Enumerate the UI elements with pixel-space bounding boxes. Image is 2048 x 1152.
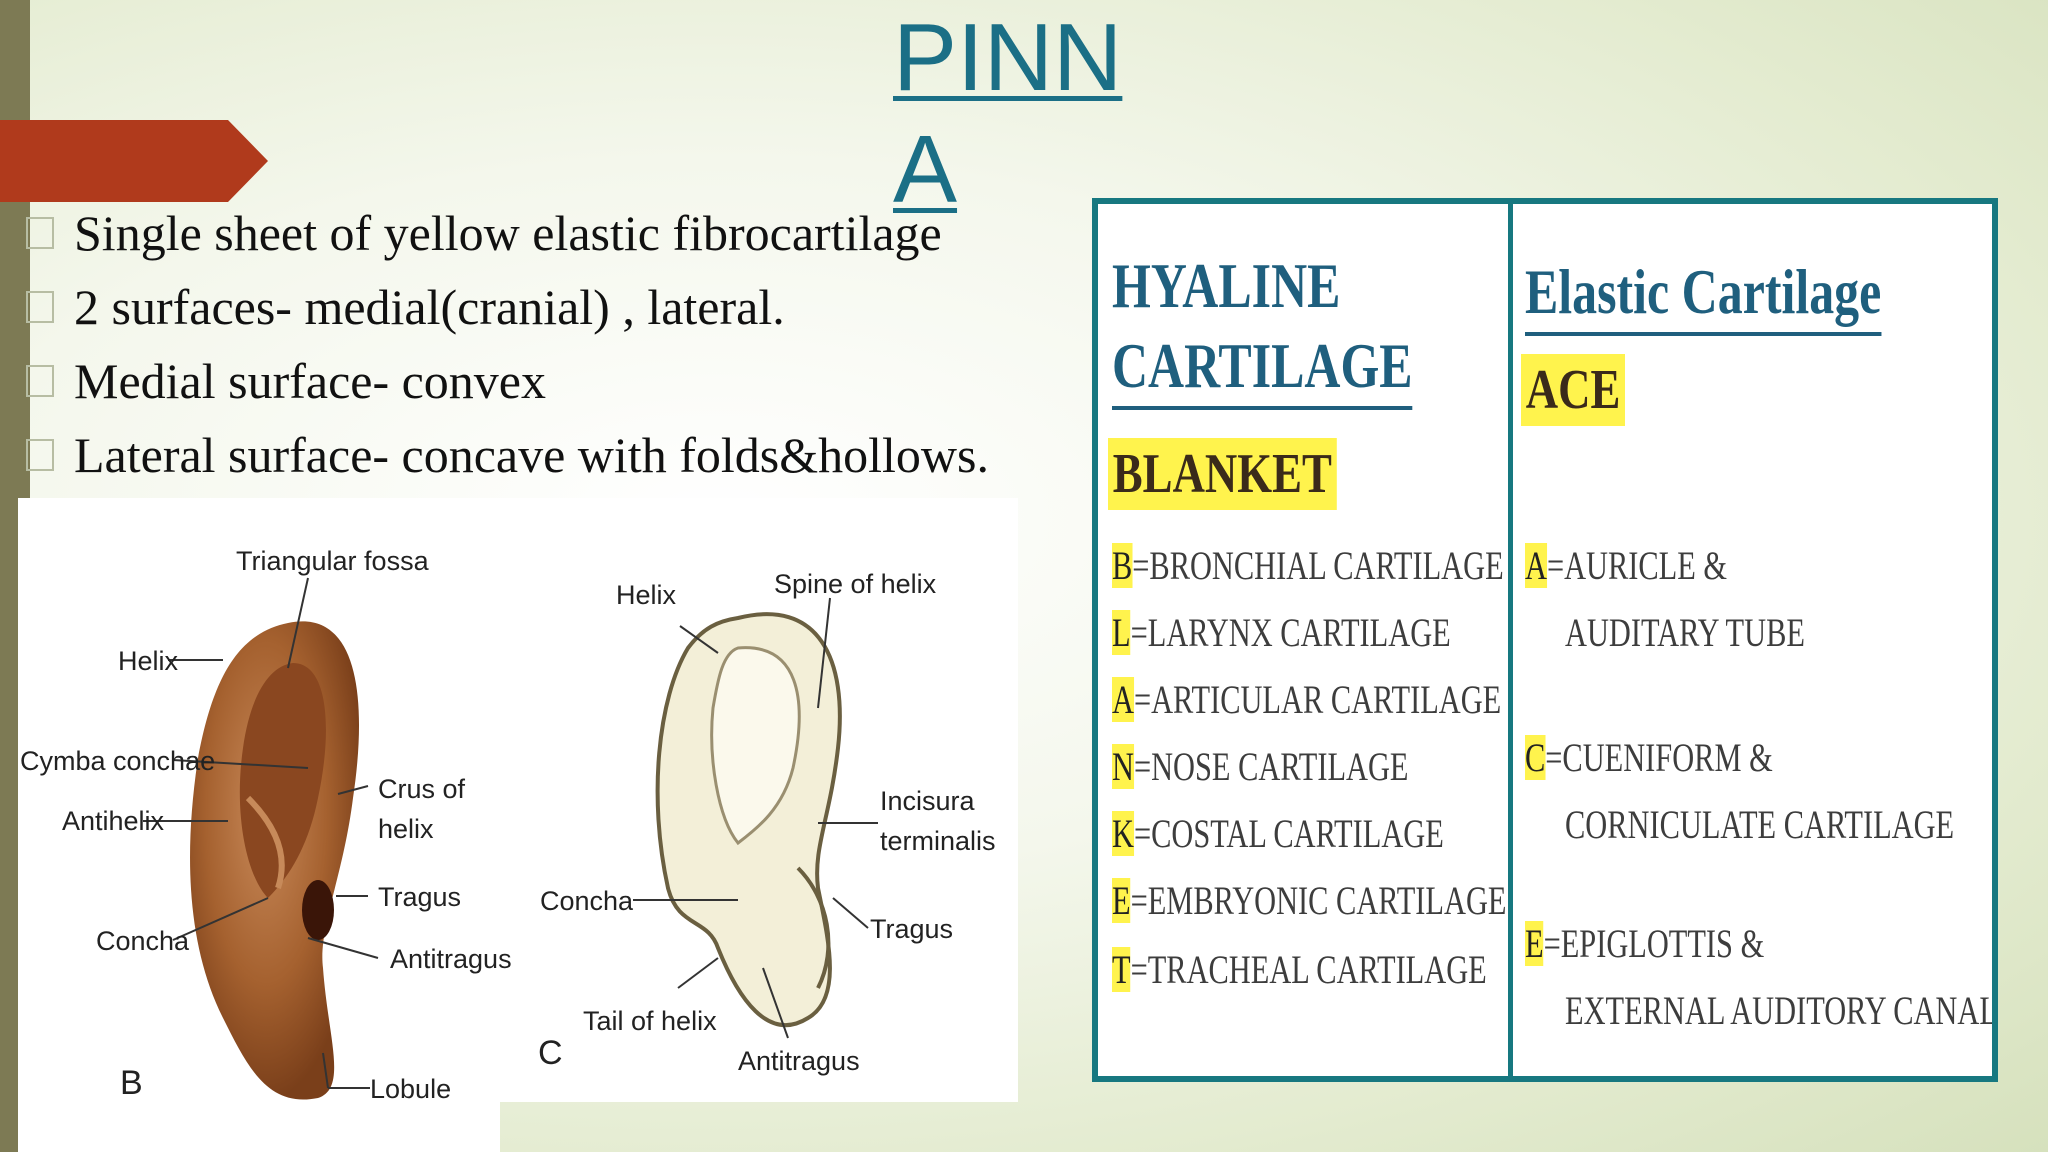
label-crus-of: Crus of <box>378 774 466 804</box>
elastic-heading: Elastic Cartilage <box>1525 252 1882 336</box>
bullet-item: Medial surface- convex <box>26 344 989 418</box>
elastic-entry: CORNICULATE CARTILAGE <box>1565 802 1955 847</box>
table-column-divider <box>1508 204 1513 1076</box>
hyaline-entry: K=COSTAL CARTILAGE <box>1112 811 1444 856</box>
bullet-item: Lateral surface- concave with folds&holl… <box>26 418 989 492</box>
elastic-entry: EXTERNAL AUDITORY CANAL <box>1565 988 1998 1033</box>
bullet-box-icon <box>26 217 54 249</box>
label-incisura: Incisura <box>880 786 976 816</box>
hyaline-acronym: BLANKET <box>1108 438 1337 510</box>
ear-lateral-illustration <box>190 621 360 1100</box>
label-antitragus-b: Antitragus <box>390 944 512 974</box>
hyaline-entry: N=NOSE CARTILAGE <box>1112 744 1409 789</box>
label-concha-c: Concha <box>540 886 634 916</box>
label-tragus-b: Tragus <box>378 882 461 912</box>
ear-cartilage-illustration <box>655 612 842 1027</box>
elastic-entry: E=EPIGLOTTIS & <box>1525 921 1765 966</box>
panel-letter-b: B <box>120 1064 143 1102</box>
label-triangular-fossa: Triangular fossa <box>236 546 430 576</box>
elastic-entry: C=CUENIFORM & <box>1525 735 1773 780</box>
label-terminalis: terminalis <box>880 826 996 856</box>
ear-anatomy-figure: Triangular fossa Helix Cymba conchae Ant… <box>18 498 1018 1152</box>
label-lobule: Lobule <box>370 1074 451 1104</box>
bullet-box-icon <box>26 291 54 323</box>
label-crus-helix: helix <box>378 814 434 844</box>
label-spine-of-helix: Spine of helix <box>774 569 937 599</box>
elastic-acronym: ACE <box>1521 354 1626 426</box>
elastic-entry: A=AURICLE & <box>1525 543 1728 588</box>
elastic-column: Elastic Cartilage ACE A=AURICLE & AUDITA… <box>1513 204 1998 1076</box>
hyaline-entry: B=BRONCHIAL CARTILAGE <box>1112 543 1504 588</box>
label-antihelix: Antihelix <box>62 806 165 836</box>
bullet-item: Single sheet of yellow elastic fibrocart… <box>26 196 989 270</box>
hyaline-column: HYALINE CARTILAGE BLANKET B=BRONCHIAL CA… <box>1098 204 1508 1076</box>
label-tragus-c: Tragus <box>870 914 953 944</box>
hyaline-entry: E=EMBRYONIC CARTILAGE <box>1112 878 1507 923</box>
hyaline-heading: HYALINE CARTILAGE <box>1112 246 1413 410</box>
hyaline-entry: T=TRACHEAL CARTILAGE <box>1112 947 1487 992</box>
label-helix-b: Helix <box>118 646 179 676</box>
hyaline-entry: A=ARTICULAR CARTILAGE <box>1112 677 1502 722</box>
cartilage-mnemonic-table: HYALINE CARTILAGE BLANKET B=BRONCHIAL CA… <box>1092 198 1998 1082</box>
label-helix-c: Helix <box>616 580 677 610</box>
bullet-item: 2 surfaces- medial(cranial) , lateral. <box>26 270 989 344</box>
bullet-box-icon <box>26 439 54 471</box>
bullet-list: Single sheet of yellow elastic fibrocart… <box>26 196 989 492</box>
elastic-entry: AUDITARY TUBE <box>1565 610 1805 655</box>
label-antitragus-c: Antitragus <box>738 1046 860 1076</box>
label-cymba-conchae: Cymba conchae <box>20 746 215 776</box>
label-tail-of-helix: Tail of helix <box>583 1006 717 1036</box>
bullet-box-icon <box>26 365 54 397</box>
title-arrow-tab <box>0 120 268 202</box>
slide-title: PINNA <box>893 4 1123 223</box>
panel-letter-c: C <box>538 1034 563 1072</box>
hyaline-entry: L=LARYNX CARTILAGE <box>1112 610 1451 655</box>
label-concha-b: Concha <box>96 926 190 956</box>
